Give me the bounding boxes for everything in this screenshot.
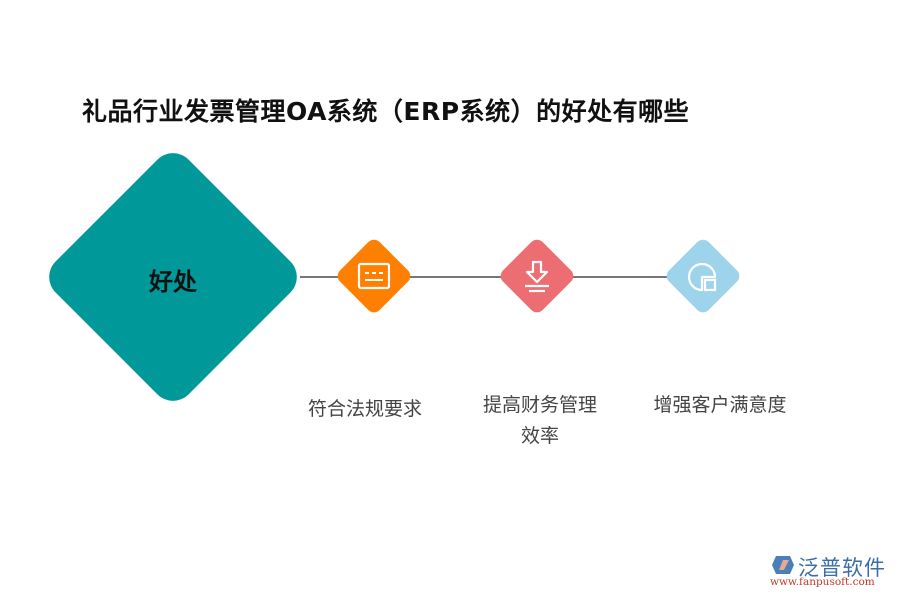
connector-line — [410, 276, 502, 278]
document-icon — [357, 262, 391, 290]
connector-line — [300, 276, 340, 278]
node-label-efficiency-line2: 效率 — [520, 425, 559, 447]
connector-line — [572, 276, 668, 278]
node-label-efficiency: 提高财务管理 效率 — [465, 390, 615, 452]
node-label-satisfaction: 增强客户满意度 — [653, 394, 787, 416]
pie-chart-icon — [687, 262, 717, 292]
download-icon — [525, 260, 549, 293]
page-title: 礼品行业发票管理OA系统（ERP系统）的好处有哪些 — [82, 97, 690, 126]
node-label-efficiency-line1: 提高财务管理 — [482, 394, 597, 416]
logo-mark-icon — [772, 556, 794, 574]
center-label: 好处 — [149, 268, 197, 296]
node-label-compliance: 符合法规要求 — [307, 398, 422, 420]
logo-url: www.fanpusoft.com — [770, 576, 875, 588]
logo-name: 泛普软件 — [798, 556, 886, 580]
